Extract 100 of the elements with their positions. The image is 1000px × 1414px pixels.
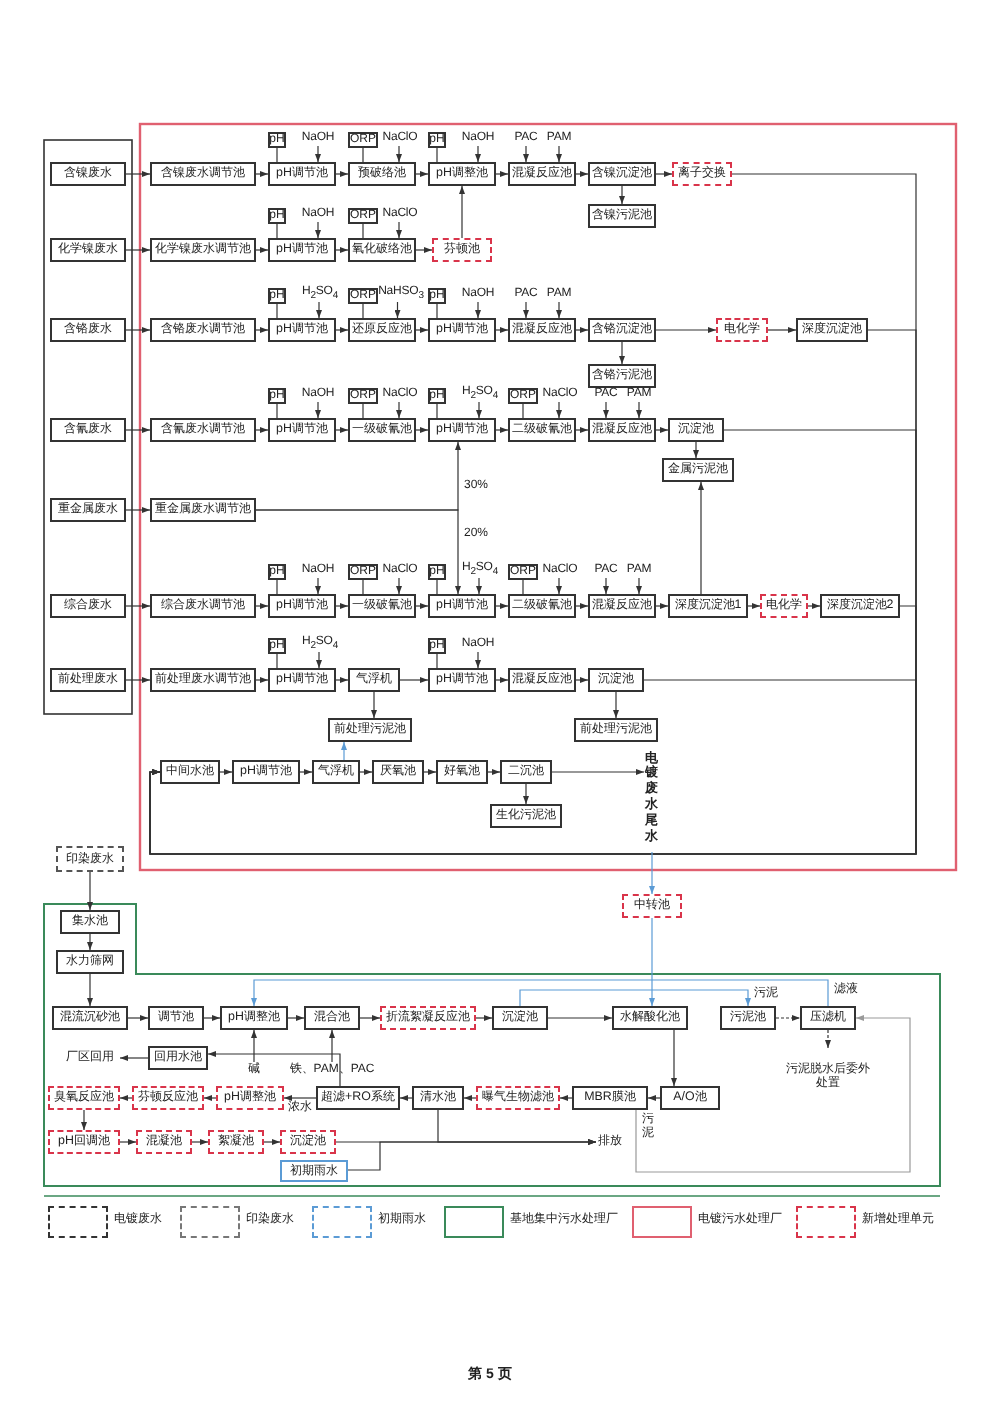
arrow [287, 1015, 305, 1021]
arrow [649, 917, 655, 1007]
arrow [251, 1029, 257, 1063]
arrow [255, 327, 269, 333]
arrow [149, 679, 917, 855]
arrow [575, 327, 589, 333]
arrow [255, 171, 269, 177]
arrow [423, 769, 437, 775]
arrow [547, 1015, 613, 1021]
arrow [203, 1015, 221, 1021]
arrow [396, 145, 402, 163]
arrow [191, 1139, 209, 1145]
arrow [807, 603, 821, 609]
arrow [87, 933, 93, 951]
arrow [315, 221, 321, 239]
arrow [415, 171, 429, 177]
connector-line [436, 147, 438, 163]
arrow [523, 145, 529, 163]
arrow [219, 769, 233, 775]
arrow [125, 677, 151, 683]
arrow [655, 327, 717, 333]
connector-line [276, 653, 278, 669]
arrow [556, 145, 562, 163]
connector-line [276, 403, 278, 419]
arrow [519, 989, 751, 1007]
arrow [415, 247, 433, 253]
arrow [127, 1015, 149, 1021]
arrow [655, 427, 669, 433]
arrow [359, 1015, 381, 1021]
connector-line [436, 579, 438, 595]
arrow [335, 677, 349, 683]
arrow [495, 603, 509, 609]
connector-line [362, 579, 364, 595]
arrow [825, 1029, 831, 1049]
arrow [655, 171, 673, 177]
arrow [415, 327, 429, 333]
arrow [119, 1055, 149, 1061]
arrow [556, 577, 562, 595]
arrow [125, 507, 151, 513]
arrow [316, 651, 322, 669]
arrow [636, 401, 642, 419]
arrow [125, 427, 151, 433]
connector-line [276, 223, 278, 239]
arrow [559, 1095, 573, 1101]
arrow [255, 427, 269, 433]
arrow [635, 1015, 911, 1173]
connector-line [522, 403, 524, 419]
arrow [655, 603, 669, 609]
arrow [125, 247, 151, 253]
arrow [87, 871, 93, 911]
arrow [81, 1109, 87, 1131]
arrow [647, 1095, 661, 1101]
arrow [399, 677, 429, 683]
arrow [698, 481, 704, 595]
arrow [299, 769, 313, 775]
arrow [495, 171, 509, 177]
arrow [316, 301, 322, 319]
arrow [551, 769, 645, 775]
arrow [636, 577, 642, 595]
arrow [119, 1095, 133, 1101]
arrow [476, 577, 482, 595]
arrow [575, 171, 589, 177]
arrow [335, 603, 349, 609]
arrow [523, 301, 529, 319]
arrow [619, 185, 625, 205]
arrow [335, 427, 349, 433]
connector-line [436, 303, 438, 319]
arrow [463, 1095, 477, 1101]
arrow [649, 851, 655, 895]
connector-line [436, 653, 438, 669]
connector-line [362, 147, 364, 163]
arrow [255, 247, 269, 253]
arrow [283, 1095, 317, 1101]
arrow [475, 1015, 493, 1021]
arrow [335, 247, 349, 253]
arrow [495, 327, 509, 333]
arrow [255, 509, 461, 595]
arrow [575, 603, 589, 609]
arrow [329, 1029, 335, 1063]
arrow [495, 427, 509, 433]
connector-line [362, 223, 364, 239]
arrow [487, 769, 501, 775]
arrow [341, 741, 347, 761]
arrow [399, 1095, 413, 1101]
arrow [556, 301, 562, 319]
arrow [603, 401, 609, 419]
arrow [475, 301, 481, 319]
arrow [119, 1139, 137, 1145]
arrow [125, 603, 151, 609]
arrow [335, 327, 349, 333]
arrow [251, 979, 829, 1007]
arrow [693, 441, 699, 459]
arrow [415, 603, 429, 609]
arrow [415, 427, 429, 433]
arrow [495, 677, 509, 683]
arrow [575, 427, 589, 433]
arrow [396, 577, 402, 595]
arrow [775, 1015, 801, 1021]
arrow [371, 691, 377, 719]
arrow [556, 401, 562, 419]
